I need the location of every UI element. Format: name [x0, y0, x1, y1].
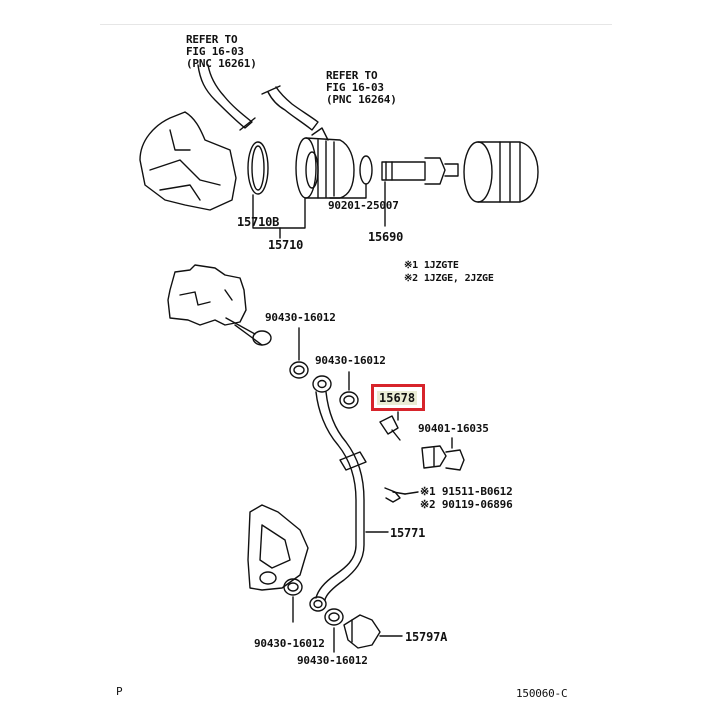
- small-bolt-91511: [384, 487, 406, 503]
- part-label-15797A[interactable]: 15797A: [405, 630, 448, 644]
- ref-1-line-3: (PNC 16261): [186, 57, 257, 70]
- part-label-15771[interactable]: 15771: [390, 526, 426, 540]
- union-bolt-90401: [421, 445, 465, 471]
- gasket-15710B: [247, 141, 269, 195]
- ref-1-line-1: REFER TO: [186, 33, 238, 46]
- footer-figure-code: 150060-C: [516, 687, 568, 700]
- ref-2-line-3: (PNC 16264): [326, 93, 397, 106]
- part-label-15678[interactable]: 15678: [377, 391, 418, 405]
- part-label-90119-06896[interactable]: ※2 90119-06896: [420, 498, 513, 511]
- oil-pipe-15771: [309, 375, 367, 612]
- hose-1-drawing: [197, 64, 253, 129]
- gasket-90430-c: [283, 578, 303, 596]
- part-label-90201-25007[interactable]: 90201-25007: [328, 199, 399, 212]
- turbo-bracket-drawing: [167, 264, 272, 346]
- part-label-90430-16012-d[interactable]: 90430-16012: [297, 654, 368, 667]
- part-label-90430-16012-c[interactable]: 90430-16012: [254, 637, 325, 650]
- o-ring-90201: [359, 155, 373, 185]
- highlight-box-15678: [371, 384, 425, 411]
- oil-filter: [463, 141, 539, 203]
- part-label-15710[interactable]: 15710: [268, 238, 304, 252]
- ref-1-line-2: FIG 16-03: [186, 45, 244, 58]
- ref-2-line-1: REFER TO: [326, 69, 378, 82]
- lower-bracket-drawing: [247, 504, 309, 591]
- hose-2-drawing: [267, 86, 319, 131]
- union-bolt-15797A: [343, 614, 381, 649]
- sensor-15678: [379, 415, 401, 441]
- gasket-90430-b: [339, 391, 359, 409]
- part-label-90430-16012-b[interactable]: 90430-16012: [315, 354, 386, 367]
- gasket-90430-a: [289, 361, 309, 379]
- part-label-91511-B0612[interactable]: ※1 91511-B0612: [420, 485, 513, 498]
- oil-cooler-15710: [295, 127, 355, 199]
- gasket-90430-d: [324, 608, 344, 626]
- union-bolt-15690: [381, 157, 459, 185]
- footer-left-marker: P: [116, 685, 123, 698]
- part-label-90401-16035[interactable]: 90401-16035: [418, 422, 489, 435]
- engine-block-drawing: [139, 111, 237, 211]
- page-top-rule: [100, 24, 612, 25]
- part-label-90430-16012-a[interactable]: 90430-16012: [265, 311, 336, 324]
- ref-2-line-2: FIG 16-03: [326, 81, 384, 94]
- part-label-15710B[interactable]: 15710B: [237, 215, 280, 229]
- part-label-15690[interactable]: 15690: [368, 230, 404, 244]
- note-1: ※1 1JZGTE: [404, 260, 459, 271]
- note-2: ※2 1JZGE, 2JZGE: [404, 273, 494, 284]
